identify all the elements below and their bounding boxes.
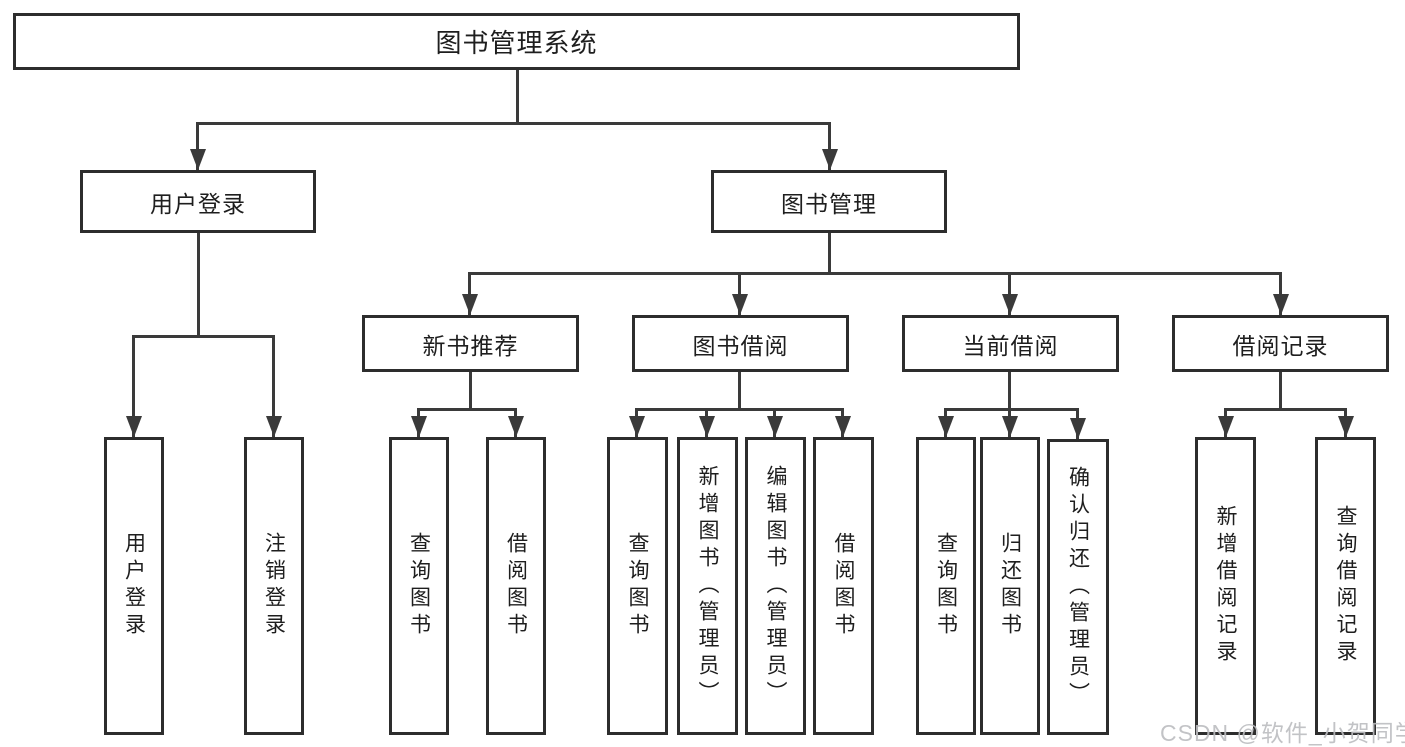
node-label: 新增借阅记录 bbox=[1214, 505, 1237, 667]
connector-borrow-bar bbox=[635, 408, 844, 411]
down-arrow bbox=[1279, 272, 1282, 315]
connector-recommend-stem bbox=[469, 372, 472, 408]
node-label: 借阅图书 bbox=[504, 532, 528, 640]
leaf-edit-book-admin: 编辑图书（管理员） bbox=[745, 437, 806, 735]
node-label: 借阅图书 bbox=[832, 532, 855, 640]
connector-current-bar bbox=[944, 408, 1079, 411]
down-arrow bbox=[514, 408, 517, 437]
leaf-borrow-book-1: 借阅图书 bbox=[486, 437, 546, 735]
node-label: 用户登录 bbox=[150, 190, 246, 217]
node-label: 新书推荐 bbox=[422, 332, 519, 359]
connector-record-stem bbox=[1279, 372, 1282, 408]
node-label: 注销登录 bbox=[262, 532, 286, 640]
down-arrow bbox=[705, 408, 708, 437]
leaf-query-book-1: 查询图书 bbox=[389, 437, 449, 735]
down-arrow bbox=[1076, 408, 1079, 439]
node-label: 编辑图书（管理员） bbox=[764, 464, 787, 708]
down-arrow bbox=[773, 408, 776, 437]
node-label: 当前借阅 bbox=[962, 332, 1059, 359]
connector-borrow-stem bbox=[738, 372, 741, 408]
csdn-watermark: CSDN @软件_小贺同学 bbox=[1160, 720, 1405, 746]
down-arrow bbox=[635, 408, 638, 437]
connector-current-stem bbox=[1008, 372, 1011, 408]
node-book-borrow: 图书借阅 bbox=[632, 315, 849, 372]
connector-record-bar bbox=[1224, 408, 1346, 411]
connector-recommend-bar bbox=[417, 408, 517, 411]
down-arrow bbox=[468, 272, 471, 315]
down-arrow bbox=[738, 272, 741, 315]
connector-mgmt-stem bbox=[828, 233, 831, 272]
down-arrow bbox=[132, 335, 135, 437]
node-root: 图书管理系统 bbox=[13, 13, 1020, 70]
node-label: 查询图书 bbox=[934, 532, 958, 640]
down-arrow bbox=[196, 122, 199, 170]
leaf-logout: 注销登录 bbox=[244, 437, 304, 735]
down-arrow bbox=[828, 122, 831, 170]
down-arrow bbox=[1008, 272, 1011, 315]
leaf-confirm-return-admin: 确认归还（管理员） bbox=[1047, 439, 1109, 735]
node-label: 查询借阅记录 bbox=[1334, 505, 1357, 667]
node-label: 确认归还（管理员） bbox=[1066, 465, 1090, 709]
down-arrow bbox=[1344, 408, 1347, 437]
leaf-query-book-2: 查询图书 bbox=[607, 437, 668, 735]
node-label: 图书管理系统 bbox=[435, 28, 598, 58]
down-arrow bbox=[272, 335, 275, 437]
leaf-return-book: 归还图书 bbox=[980, 437, 1040, 735]
leaf-borrow-book-2: 借阅图书 bbox=[813, 437, 874, 735]
down-arrow bbox=[1224, 408, 1227, 437]
node-label: 图书管理 bbox=[781, 190, 877, 217]
leaf-add-book-admin: 新增图书（管理员） bbox=[677, 437, 738, 735]
node-label: 新增图书（管理员） bbox=[696, 464, 719, 708]
down-arrow bbox=[417, 408, 420, 437]
node-user-login: 用户登录 bbox=[80, 170, 316, 233]
leaf-user-login: 用户登录 bbox=[104, 437, 164, 735]
leaf-query-borrow-record: 查询借阅记录 bbox=[1315, 437, 1376, 735]
node-label: 查询图书 bbox=[407, 532, 431, 640]
connector-login-stem bbox=[197, 233, 200, 335]
down-arrow bbox=[841, 408, 844, 437]
leaf-add-borrow-record: 新增借阅记录 bbox=[1195, 437, 1256, 735]
node-current-borrow: 当前借阅 bbox=[902, 315, 1119, 372]
node-borrow-record: 借阅记录 bbox=[1172, 315, 1389, 372]
node-label: 查询图书 bbox=[626, 532, 649, 640]
down-arrow bbox=[1008, 408, 1011, 437]
node-label: 用户登录 bbox=[122, 532, 146, 640]
node-book-management: 图书管理 bbox=[711, 170, 947, 233]
node-new-book-recommend: 新书推荐 bbox=[362, 315, 579, 372]
node-label: 借阅记录 bbox=[1232, 332, 1329, 359]
connector-root-bar bbox=[196, 122, 831, 125]
node-label: 图书借阅 bbox=[692, 332, 789, 359]
leaf-query-book-3: 查询图书 bbox=[916, 437, 976, 735]
connector-login-bar bbox=[133, 335, 275, 338]
connector-root-stem bbox=[516, 70, 519, 122]
node-label: 归还图书 bbox=[998, 532, 1022, 640]
down-arrow bbox=[944, 408, 947, 437]
connector-mgmt-bar bbox=[469, 272, 1282, 275]
